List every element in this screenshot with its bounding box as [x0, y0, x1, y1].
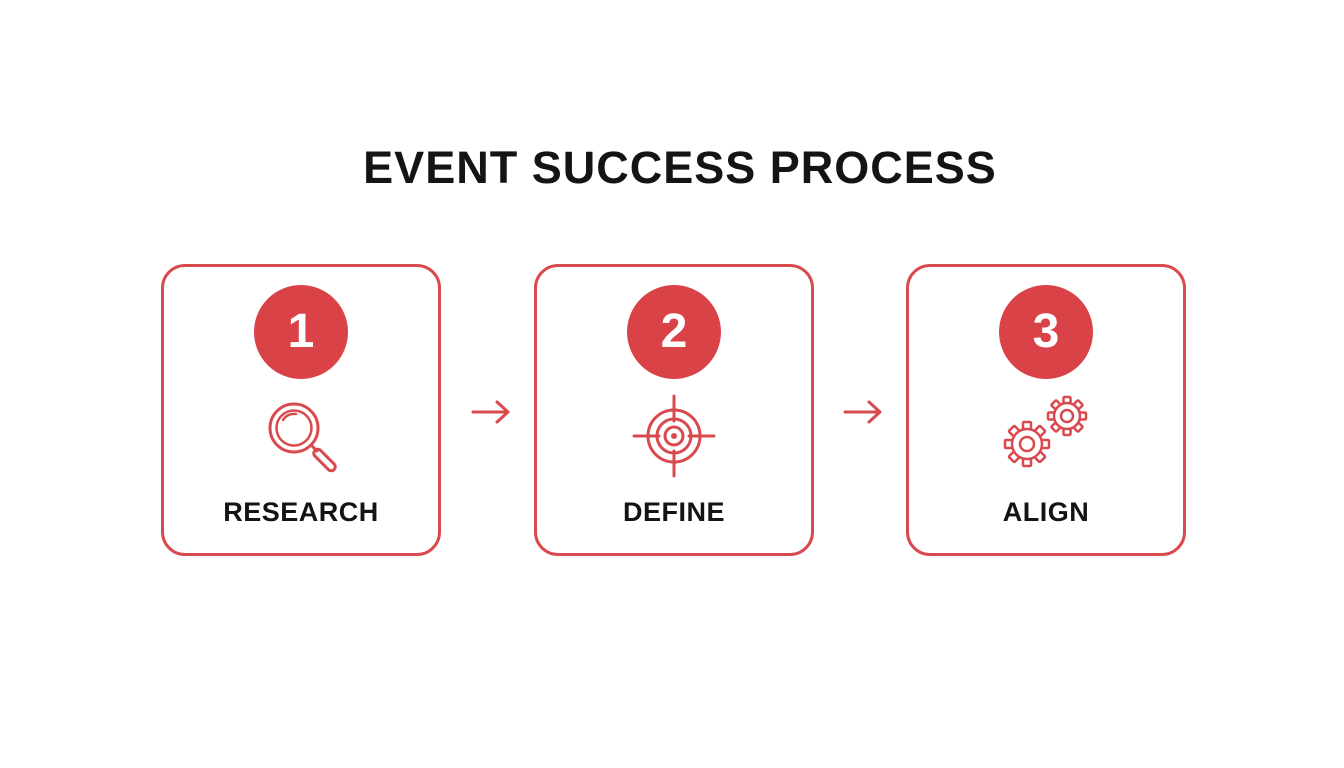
- step-card-research: 1 RESEARCH: [161, 264, 441, 556]
- step-number-badge: 3: [999, 285, 1093, 379]
- arrow-right-icon: [469, 394, 513, 430]
- step-label: DEFINE: [622, 497, 725, 527]
- step-card-align: 3: [906, 264, 1186, 556]
- step-number-badge: 2: [627, 285, 721, 379]
- step-number-badge: 1: [254, 285, 348, 379]
- step-label: RESEARCH: [223, 497, 379, 527]
- diagram-title: EVENT SUCCESS PROCESS: [363, 142, 997, 193]
- gears-icon: [1001, 391, 1091, 481]
- arrow-right-icon: [841, 394, 885, 430]
- target-crosshair-icon: [629, 391, 719, 481]
- step-label: ALIGN: [1002, 497, 1090, 527]
- step-card-define: 2 DEFINE: [534, 264, 814, 556]
- magnifying-glass-icon: [256, 391, 346, 481]
